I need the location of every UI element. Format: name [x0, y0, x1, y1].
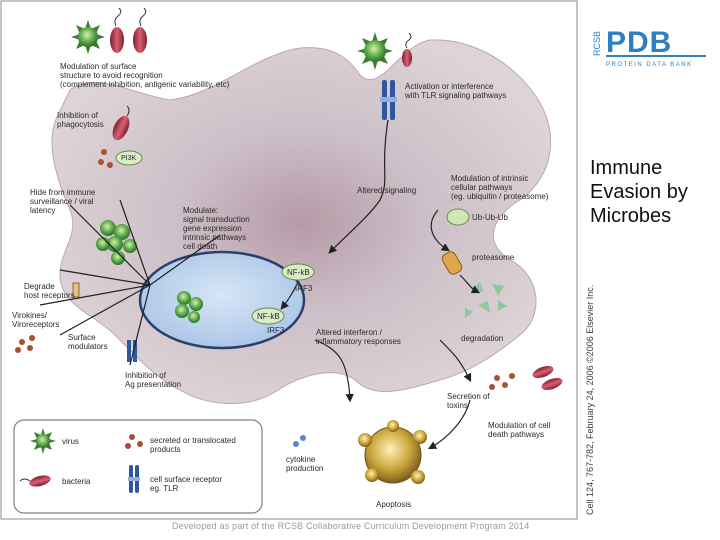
logo-pdb: PDB [606, 26, 672, 59]
label-ubiquitin: Ub-Ub-Ub [472, 213, 509, 222]
label-proteasome: proteasome [472, 253, 515, 262]
label-altered-signaling: Altered signaling [357, 186, 417, 195]
logo-rule [606, 55, 706, 57]
label-cell-death: Modulation of cell death pathways [488, 421, 551, 439]
label-intrinsic-pathways: Modulation of intrinsic cellular pathway… [451, 174, 549, 201]
logo-tagline: PROTEIN DATA BANK [606, 62, 693, 68]
receptor-icon [128, 465, 140, 493]
label-apoptosis: Apoptosis [376, 500, 412, 509]
label-phagocytosis: Inhibition of phagocytosis [57, 111, 104, 129]
legend-receptor-label: cell surface receptor eg. TLR [150, 475, 223, 493]
label-tlr-activation: Activation or interference with TLR sign… [405, 82, 507, 100]
label-degradation: degradation [461, 334, 504, 343]
pi3k-badge [115, 150, 143, 166]
label-interferon: Altered interferon / inflammatory respon… [316, 328, 401, 346]
diagram-panel [0, 0, 578, 520]
legend-bacteria-label: bacteria [62, 477, 91, 486]
bacteria-icon [112, 105, 130, 141]
label-modulate-signal: Modulate: signal transduction gene expre… [183, 206, 250, 251]
label-hide-immune: Hide from immune surveillance / viral la… [30, 188, 96, 215]
bacteria-icon [110, 7, 412, 67]
label-virokines: Virokines/ Viroreceptors [12, 311, 60, 329]
proteasome-icon [441, 251, 463, 275]
label-pi3k: PI3K [121, 155, 137, 162]
cytokine-icon [293, 435, 306, 447]
bacteria-icon [19, 475, 51, 487]
tlr-receptor-icon [380, 80, 397, 120]
figure-credit: Cell 124, 767-782, February 24, 2006 ©20… [585, 284, 595, 515]
slide-title: Immune Evasion by Microbes [590, 157, 688, 227]
mhc-receptor-icon [127, 340, 137, 362]
label-degrade-receptors: Degrade host receptors [24, 282, 75, 300]
legend-virus-label: virus [62, 437, 79, 446]
nfkb-nucleus-badge [251, 307, 285, 325]
secreted-products-icon [125, 434, 143, 449]
virus-icon [71, 20, 105, 54]
virus-cluster [96, 220, 203, 323]
label-toxins: Secretion of toxins [447, 392, 490, 410]
virus-icon [357, 32, 393, 70]
apoptosis-icon [358, 420, 427, 484]
logo-rcsb: RCSB [592, 31, 602, 56]
label-nfkb-nucleus: NF-kB [257, 312, 280, 321]
pdb-logo: RCSB PDB PROTEIN DATA BANK [592, 26, 706, 68]
label-surface-modulation: Modulation of surface structure to avoid… [60, 62, 230, 89]
label-irf3: IRF3 [295, 284, 313, 293]
label-ag-presentation: Inhibition of Ag presentation [125, 371, 182, 389]
label-nfkb: NF-kB [287, 268, 310, 277]
pathway-arrows [39, 119, 481, 450]
virus-icon [30, 428, 56, 454]
ubiquitin-chain [446, 208, 470, 226]
secreted-products [15, 149, 515, 390]
footer-text: Developed as part of the RCSB Collaborat… [172, 521, 530, 531]
legend-secreted-label: secreted or translocated products [150, 436, 236, 454]
label-irf3-nucleus: IRF3 [267, 326, 285, 335]
label-cytokine: cytokine production [286, 455, 324, 473]
nfkb-badge [281, 263, 315, 281]
host-receptor-icon [72, 282, 80, 298]
label-surface-modulators: Surface modulators [68, 333, 108, 351]
bacteria-icon [532, 365, 563, 391]
